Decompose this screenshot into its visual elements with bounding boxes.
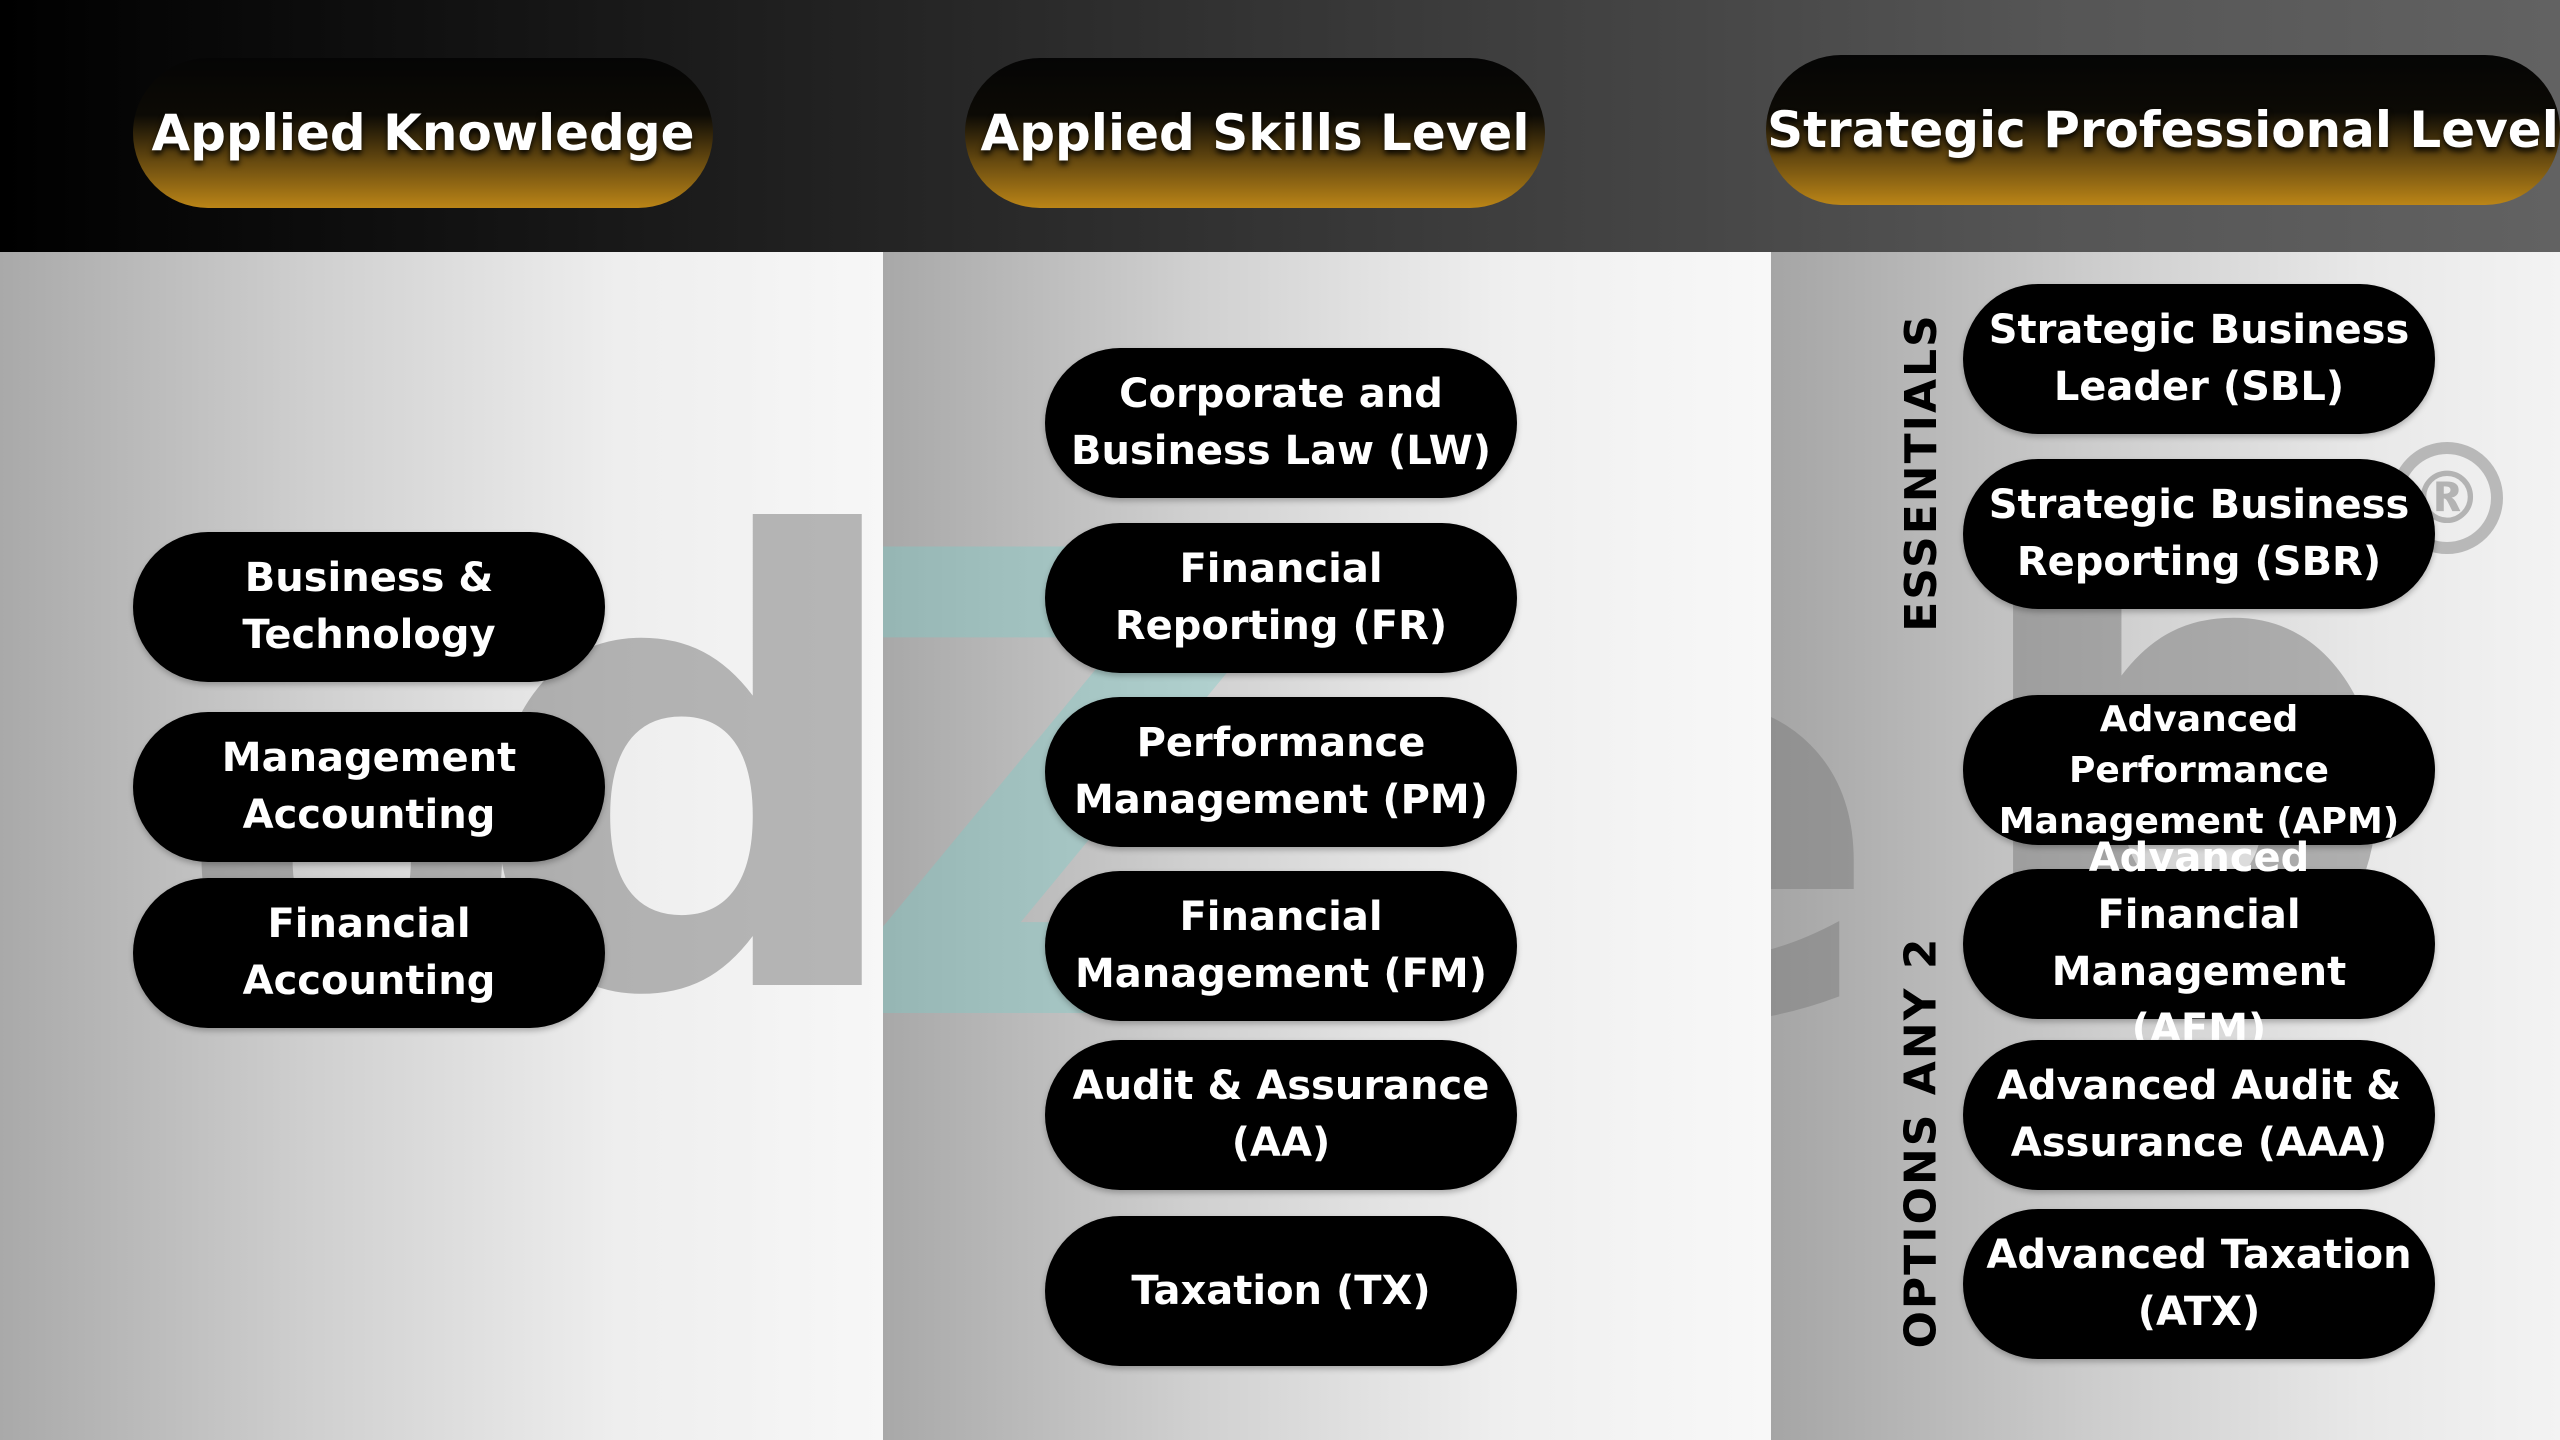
paper-advanced-taxation: Advanced Taxation (ATX) [1963, 1209, 2435, 1359]
column-strategic-professional: e b ® ESSENTIALS OPTIONS ANY 2 Strategic… [1771, 252, 2560, 1440]
options-label: OPTIONS ANY 2 [1895, 936, 1947, 1348]
paper-strategic-business-reporting: Strategic Business Reporting (SBR) [1963, 459, 2435, 609]
paper-advanced-financial-management: Advanced Financial Management (AFM) [1963, 835, 2435, 1052]
column-applied-knowledge: o d Business & Technology Management Acc… [0, 252, 883, 1440]
paper-financial-reporting: Financial Reporting (FR) [1045, 523, 1517, 673]
watermark-letter-e-right: e [1771, 542, 1881, 1102]
paper-audit-assurance: Audit & Assurance (AA) [1045, 1040, 1517, 1190]
paper-management-accounting: Management Accounting [133, 712, 605, 862]
level-title-applied-knowledge: Applied Knowledge [133, 58, 713, 208]
paper-corporate-business-law: Corporate and Business Law (LW) [1045, 348, 1517, 498]
essentials-label: ESSENTIALS [1895, 312, 1947, 632]
paper-financial-management: Financial Management (FM) [1045, 871, 1517, 1021]
paper-advanced-performance-management: Advanced Performance Management (APM) [1963, 695, 2435, 845]
level-title-strategic-professional: Strategic Professional Level [1766, 55, 2560, 205]
level-title-applied-skills: Applied Skills Level [965, 58, 1545, 208]
paper-advanced-audit-assurance: Advanced Audit & Assurance (AAA) [1963, 1040, 2435, 1190]
paper-strategic-business-leader: Strategic Business Leader (SBL) [1963, 284, 2435, 434]
paper-business-technology: Business & Technology [133, 532, 605, 682]
header-bar: Applied Knowledge Applied Skills Level S… [0, 0, 2560, 252]
paper-financial-accounting: Financial Accounting [133, 878, 605, 1028]
column-applied-skills: Z Corporate and Business Law (LW) Financ… [883, 252, 1771, 1440]
paper-taxation: Taxation (TX) [1045, 1216, 1517, 1366]
paper-performance-management: Performance Management (PM) [1045, 697, 1517, 847]
